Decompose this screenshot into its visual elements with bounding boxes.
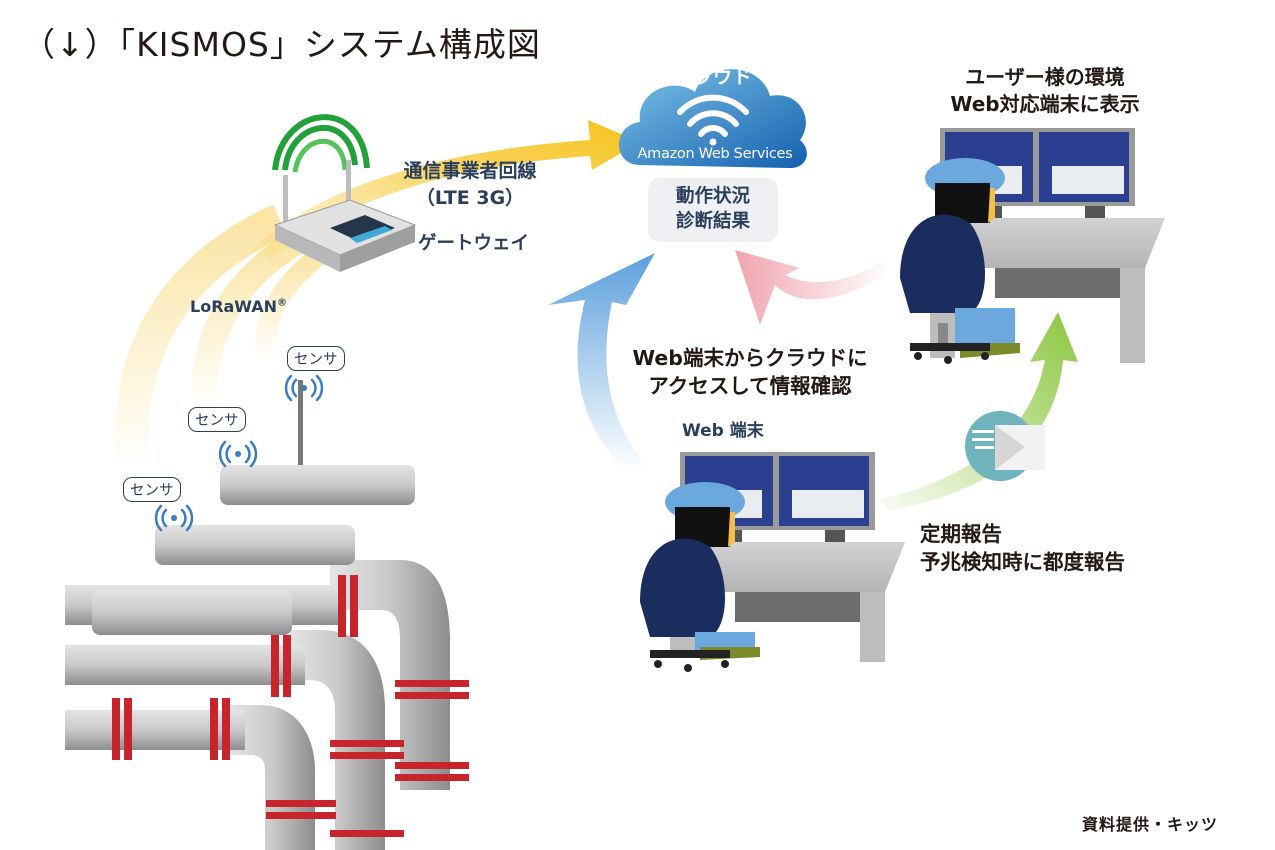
report-note-line: 定期報告: [920, 522, 1002, 546]
access-arrow: [548, 253, 655, 470]
signal-icon: [218, 440, 258, 468]
cloud-status-box: [648, 178, 778, 242]
mail-icon: [965, 411, 1045, 481]
user-environment-line: Web対応端末に表示: [950, 92, 1140, 116]
cloud-label: クラウド: [672, 66, 753, 88]
sensor-tag: センサ: [287, 346, 345, 371]
cloud-service-label: Amazon Web Services: [637, 146, 793, 162]
access-note-line: アクセスして情報確認: [648, 374, 852, 398]
sensor-tag: センサ: [188, 407, 246, 432]
status-line: 診断結果: [675, 211, 750, 232]
carrier-line-text: （LTE 3G）: [415, 187, 525, 209]
lorawan-text: LoRaWAN: [190, 297, 278, 316]
pipeline-illustration: [65, 380, 469, 850]
cloud-status-text: 動作状況 診断結果: [648, 184, 778, 234]
access-note-line: Web端末からクラウドに: [632, 346, 868, 370]
lorawan-arc: [254, 247, 327, 361]
lte-arrow: [250, 120, 640, 260]
signal-icon: [284, 374, 324, 402]
lorawan-arc: [191, 228, 307, 411]
user-environment-line: ユーザー様の環境: [965, 65, 1125, 89]
sensor-tag: センサ: [123, 477, 181, 502]
lorawan-arc: [115, 204, 288, 473]
lorawan-label: LoRaWAN®: [190, 297, 287, 316]
carrier-line-text: 通信事業者回線: [403, 160, 537, 182]
signal-icon: [154, 504, 194, 532]
page-title: （↓）「KISMOS」システム構成図: [22, 25, 541, 64]
wifi-icon: [677, 94, 749, 146]
gateway-router-icon: [272, 114, 417, 272]
user-environment-label: ユーザー様の環境 Web対応端末に表示: [905, 64, 1185, 118]
status-arrow: [735, 250, 890, 325]
workstation-web-terminal: [640, 452, 905, 672]
cloud-icon: [619, 69, 807, 168]
workstation-user-env: [900, 128, 1165, 364]
status-line: 動作状況: [675, 186, 750, 207]
carrier-line-label: 通信事業者回線 （LTE 3G）: [385, 158, 555, 212]
web-terminal-label: Web 端末: [682, 421, 764, 441]
report-note-line: 予兆検知時に都度報告: [920, 550, 1125, 574]
access-note: Web端末からクラウドに アクセスして情報確認: [600, 344, 900, 400]
source-credit: 資料提供・キッツ: [1082, 815, 1219, 834]
report-note: 定期報告 予兆検知時に都度報告: [920, 520, 1125, 576]
gateway-label: ゲートウェイ: [418, 233, 530, 254]
registered-mark: ®: [277, 297, 288, 309]
